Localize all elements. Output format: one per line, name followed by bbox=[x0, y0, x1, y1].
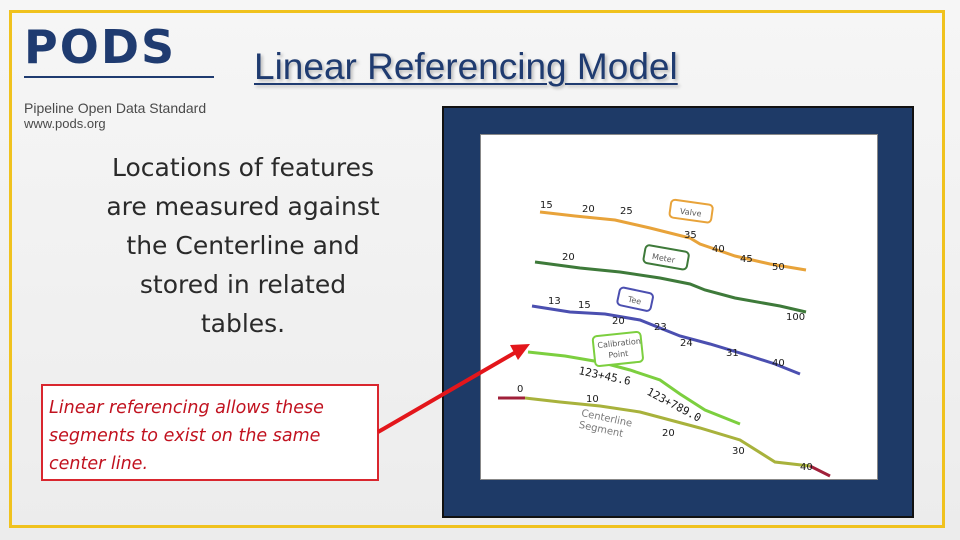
valve-tag: Valve bbox=[668, 198, 714, 224]
meter-tag-label: Meter bbox=[651, 252, 676, 265]
blue-segment-line bbox=[531, 304, 801, 376]
logo-divider bbox=[24, 76, 214, 78]
main-text-line: the Centerline and bbox=[126, 231, 360, 260]
slide-border bbox=[9, 10, 945, 528]
centerline-segment-line bbox=[524, 396, 811, 468]
centerline-end-line bbox=[809, 464, 831, 478]
blue-label: 23 bbox=[654, 322, 667, 333]
centerline-label: 40 bbox=[800, 462, 813, 473]
darkgreen-segment-line bbox=[534, 260, 807, 314]
pods-logo: PODS Pipeline Open Data Standard www.pod… bbox=[24, 20, 224, 131]
note-box: Linear referencing allows these segments… bbox=[41, 384, 379, 481]
logo-url: www.pods.org bbox=[24, 116, 106, 131]
centerline-label: 20 bbox=[662, 428, 675, 439]
blue-label: 31 bbox=[726, 348, 739, 359]
logo-wordmark: PODS bbox=[24, 20, 177, 74]
calibration-point-tag: Calibration Point bbox=[591, 330, 644, 368]
orange-label: 40 bbox=[712, 244, 725, 255]
main-text-line: stored in related bbox=[139, 270, 347, 299]
blue-label: 20 bbox=[612, 316, 625, 327]
orange-label: 20 bbox=[582, 204, 595, 215]
calibration-tag-label-line2: Point bbox=[608, 349, 629, 360]
valve-tag-label: Valve bbox=[679, 207, 702, 219]
orange-segment-line bbox=[539, 210, 807, 272]
orange-label: 50 bbox=[772, 262, 785, 273]
orange-label: 15 bbox=[540, 200, 553, 211]
main-text-line: are measured against bbox=[106, 192, 380, 221]
darkgreen-label: 20 bbox=[562, 252, 575, 263]
centerline-label: 0 bbox=[517, 384, 523, 395]
orange-label: 45 bbox=[740, 254, 753, 265]
tee-tag-label: Tee bbox=[626, 295, 642, 307]
orange-label: 25 bbox=[620, 206, 633, 217]
lightgreen-segment-line bbox=[527, 350, 741, 426]
red-arrow bbox=[376, 344, 530, 434]
tee-tag: Tee bbox=[616, 286, 654, 312]
main-text-line: Locations of features bbox=[111, 153, 375, 182]
blue-label: 40 bbox=[772, 358, 785, 369]
blue-label: 24 bbox=[680, 338, 693, 349]
centerline-segment-label: Centerline Segment bbox=[578, 408, 633, 440]
meter-tag: Meter bbox=[642, 244, 690, 271]
centerline-label: 30 bbox=[732, 446, 745, 457]
centerline-label: 10 bbox=[586, 394, 599, 405]
logo-subtitle: Pipeline Open Data Standard bbox=[24, 100, 207, 116]
main-text-line: tables. bbox=[200, 309, 286, 338]
blue-label: 13 bbox=[548, 296, 561, 307]
slide-title: Linear Referencing Model bbox=[254, 46, 678, 87]
orange-label: 35 bbox=[684, 230, 697, 241]
blue-label: 100 bbox=[786, 312, 805, 323]
note-text: Linear referencing allows these segments… bbox=[49, 398, 324, 474]
main-text: Locations of features are measured again… bbox=[88, 148, 398, 343]
blue-label: 15 bbox=[578, 300, 591, 311]
